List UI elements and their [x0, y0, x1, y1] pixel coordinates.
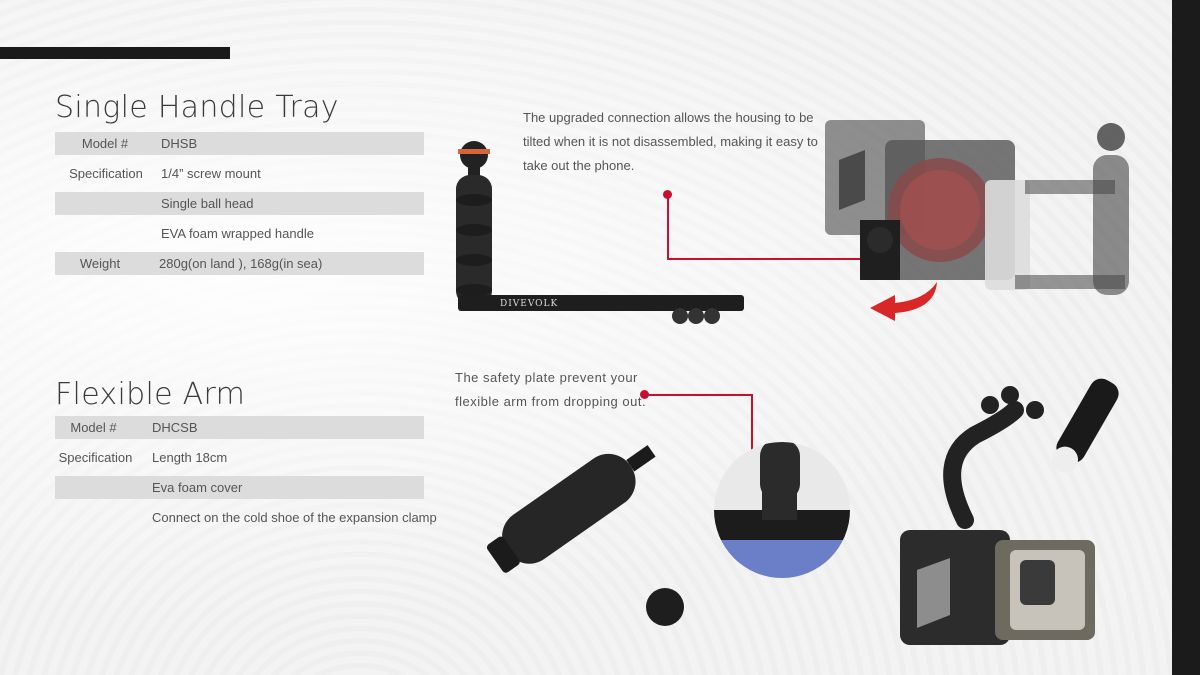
tray-spec-table: Model # DHSB Specification 1/4” screw mo…	[55, 132, 424, 282]
right-edge-bar	[1172, 0, 1200, 675]
spec-row: Weight 280g(on land ), 168g(in sea)	[55, 252, 424, 275]
tray-connection-note: The upgraded connection allows the housi…	[523, 106, 818, 178]
spec-value: Length 18cm	[152, 450, 228, 465]
housing-with-light-image	[900, 378, 1119, 645]
spec-row: Specification Length 18cm	[55, 446, 424, 469]
brand-label: DIVEVOLK	[500, 299, 558, 309]
spec-row: EVA foam wrapped handle	[55, 222, 424, 245]
note-line: tilted when it is not disassembled, maki…	[523, 134, 818, 149]
spec-value: 1/4” screw mount	[161, 166, 261, 181]
safety-plate-closeup-image	[714, 442, 850, 578]
spec-value: 280g(on land ), 168g(in sea)	[159, 256, 323, 271]
callout-line	[644, 394, 752, 396]
spec-value: DHSB	[161, 136, 198, 151]
spec-label: Specification	[58, 450, 133, 465]
spec-value: DHCSB	[152, 420, 198, 435]
spec-value: EVA foam wrapped handle	[161, 226, 314, 241]
arm-spec-table: Model # DHCSB Specification Length 18cm …	[55, 416, 437, 536]
note-line: flexible arm from dropping out.	[455, 394, 647, 409]
note-line: take out the phone.	[523, 158, 635, 173]
spec-row: Single ball head	[55, 192, 424, 215]
spec-row: Specification 1/4” screw mount	[55, 162, 424, 185]
spec-value: Connect on the cold shoe of the expansio…	[152, 510, 437, 525]
tray-section-title: Single Handle Tray	[55, 90, 339, 125]
spec-value: Single ball head	[161, 196, 254, 211]
arm-safety-note: The safety plate prevent your flexible a…	[455, 366, 646, 414]
note-line: The upgraded connection allows the housi…	[523, 110, 814, 125]
housing-with-tray-image	[825, 120, 1129, 321]
callout-line	[667, 194, 669, 259]
spec-row: Model # DHSB	[55, 132, 424, 155]
arm-section-title: Flexible Arm	[55, 377, 246, 412]
top-accent-bar	[0, 47, 230, 59]
spec-label: Specification	[69, 166, 143, 181]
handle-tray-image: DIVEVOLK	[456, 141, 744, 324]
spec-row: Connect on the cold shoe of the expansio…	[55, 506, 437, 529]
spec-value: Eva foam cover	[152, 480, 243, 495]
note-line: The safety plate prevent your	[455, 370, 638, 385]
spec-label: Model #	[81, 136, 129, 151]
spec-row: Eva foam cover	[55, 476, 424, 499]
spec-label: Weight	[79, 256, 121, 271]
flexible-arm-image	[486, 445, 684, 626]
spec-row: Model # DHCSB	[55, 416, 424, 439]
callout-line	[667, 258, 872, 260]
spec-label: Model #	[70, 420, 117, 435]
callout-line	[751, 394, 753, 494]
